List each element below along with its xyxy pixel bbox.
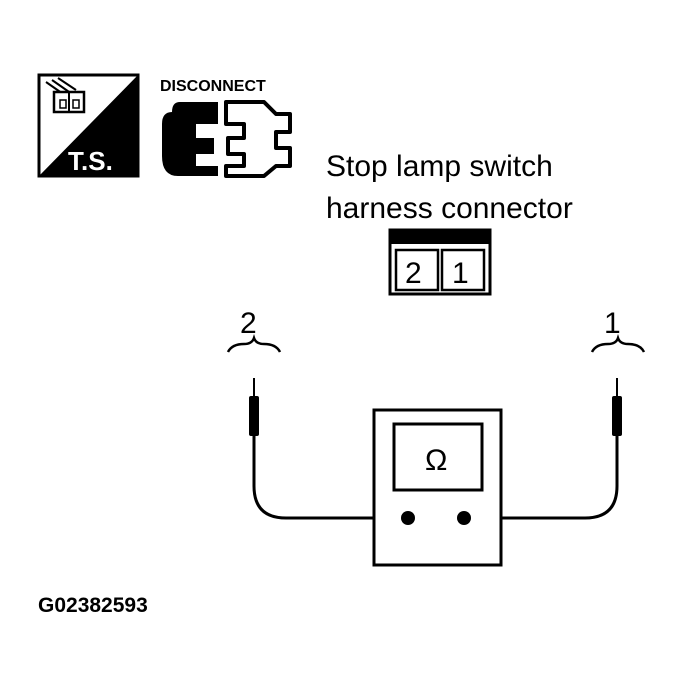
ohmmeter: Ω — [372, 408, 503, 567]
disconnect-badge: DISCONNECT — [160, 78, 292, 178]
meter-jack-left — [401, 511, 415, 525]
terminal-label-1: 1 — [452, 257, 469, 290]
harness-connector: 2 1 — [388, 228, 492, 296]
left-probe-tip — [249, 378, 259, 436]
ohm-symbol: Ω — [425, 444, 447, 477]
left-test-lead — [252, 436, 408, 520]
terminal-label-2: 2 — [405, 257, 422, 290]
connector-caption-line2: harness connector — [326, 192, 573, 225]
ohmmeter-display — [392, 422, 484, 492]
disconnect-connector-icon — [162, 100, 292, 178]
ts-label: T.S. — [68, 146, 113, 176]
disconnect-label: DISCONNECT — [160, 78, 266, 95]
figure-id: G02382593 — [38, 594, 148, 617]
left-probe-label-group: 2 — [226, 307, 282, 353]
left-brace — [226, 334, 282, 353]
ts-badge: T.S. — [37, 73, 140, 178]
right-probe-label-group: 1 — [590, 307, 646, 353]
right-test-lead — [464, 436, 619, 520]
harness-connector-icon — [45, 77, 86, 114]
right-brace — [590, 334, 646, 353]
right-probe-label: 1 — [604, 307, 621, 340]
meter-jack-right — [457, 511, 471, 525]
left-probe-label: 2 — [240, 307, 257, 340]
terminal-cell-2 — [394, 248, 440, 292]
terminal-cell-1 — [440, 248, 486, 292]
connector-caption-line1: Stop lamp switch — [326, 150, 553, 183]
right-probe-tip — [612, 378, 622, 436]
